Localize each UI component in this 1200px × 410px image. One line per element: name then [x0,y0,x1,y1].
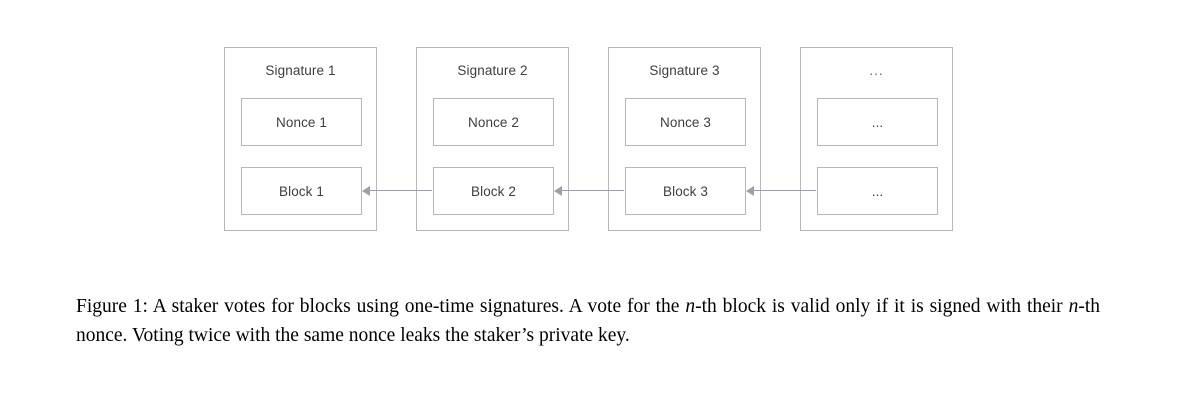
signature-container-4: ... ... ... [800,47,953,231]
nonce-label-3: Nonce 3 [660,114,711,130]
block-label-4-ellipsis: ... [871,183,884,199]
nonce-cell-2: Nonce 2 [433,98,554,146]
nonce-label-4-ellipsis: ... [871,114,884,130]
blockchain-signature-diagram: Signature 1 Nonce 1 Block 1 Signature 2 … [224,47,953,231]
arrow-line-block4-to-block3 [754,190,816,191]
caption-text-2: -th block is valid only if it is signed … [695,296,1069,317]
figure-caption: Figure 1: A staker votes for blocks usin… [76,292,1100,350]
arrow-head-block3-to-block2 [554,186,562,196]
signature-container-3: Signature 3 Nonce 3 Block 3 [608,47,761,231]
arrow-head-block4-to-block3 [746,186,754,196]
nonce-label-2: Nonce 2 [468,114,519,130]
block-cell-2: Block 2 [433,167,554,215]
nonce-cell-1: Nonce 1 [241,98,362,146]
caption-math-var-n-1: n [685,296,696,317]
caption-text-1: A staker votes for blocks using one-time… [147,296,686,317]
block-label-1: Block 1 [279,183,324,199]
caption-text-3: -th nonce. Voting twice with the same no… [76,296,1100,346]
block-label-2: Block 2 [471,183,516,199]
caption-label: Figure 1: [76,296,148,317]
block-cell-3: Block 3 [625,167,746,215]
nonce-label-1: Nonce 1 [276,114,327,130]
signature-label-1: Signature 1 [265,63,336,78]
block-cell-4: ... [817,167,938,215]
nonce-cell-4: ... [817,98,938,146]
arrow-head-block2-to-block1 [362,186,370,196]
arrow-line-block3-to-block2 [562,190,624,191]
block-label-3: Block 3 [663,183,708,199]
signature-label-4-ellipsis: ... [869,63,884,78]
caption-math-var-n-2: n [1068,296,1079,317]
signature-container-2: Signature 2 Nonce 2 Block 2 [416,47,569,231]
signature-container-1: Signature 1 Nonce 1 Block 1 [224,47,377,231]
nonce-cell-3: Nonce 3 [625,98,746,146]
arrow-line-block2-to-block1 [370,190,432,191]
block-cell-1: Block 1 [241,167,362,215]
signature-label-3: Signature 3 [649,63,720,78]
signature-label-2: Signature 2 [457,63,528,78]
